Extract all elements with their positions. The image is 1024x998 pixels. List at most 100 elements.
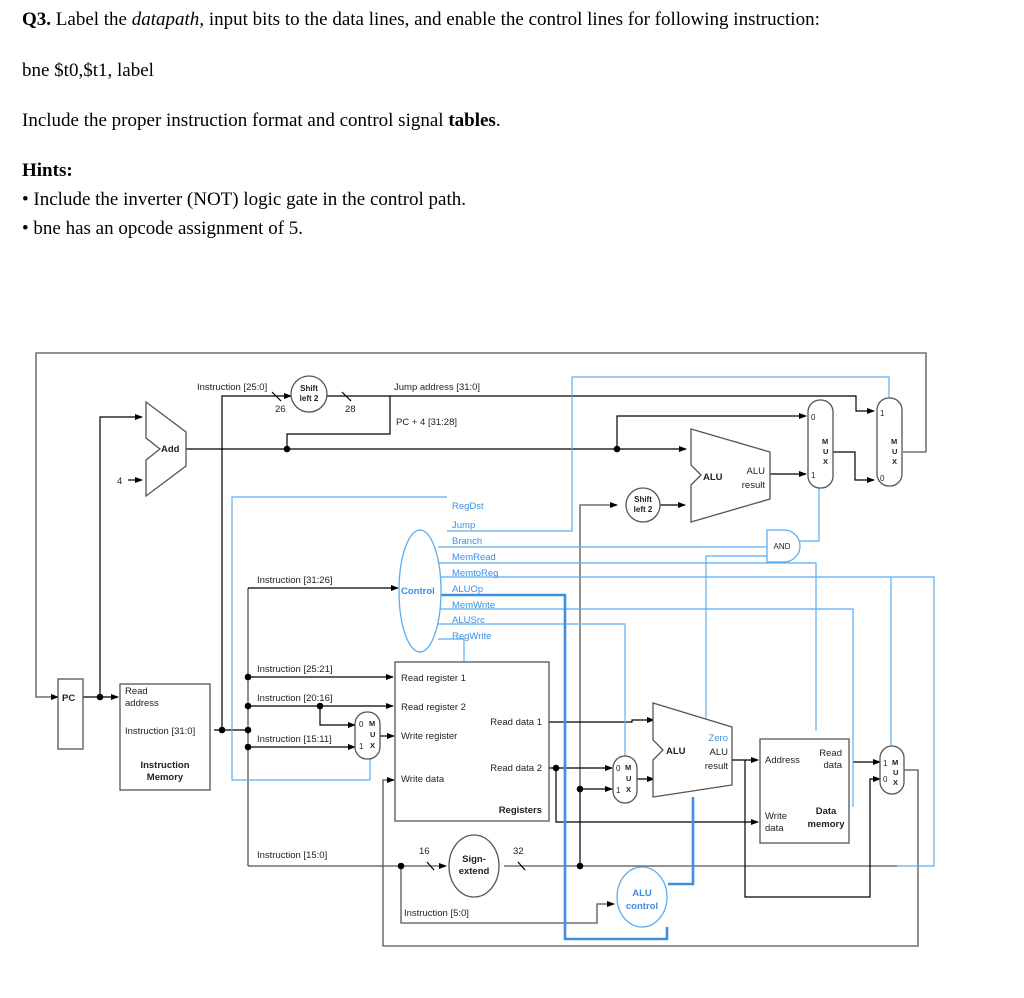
reg-read-register-2: Read register 2: [401, 702, 466, 713]
mux-m: M: [822, 437, 828, 446]
hint-1: • Include the inverter (NOT) logic gate …: [22, 189, 467, 210]
mux-1: 1: [359, 742, 364, 751]
mux-1: 1: [811, 471, 816, 480]
registers-title: Registers: [499, 805, 542, 816]
mux-m: M: [369, 719, 375, 728]
mux-u: U: [892, 447, 897, 456]
sign-extend: Sign- extend: [448, 834, 500, 898]
constant-four: 4: [117, 476, 122, 487]
mux-m: M: [625, 763, 631, 772]
alusrc-mux: 0 1 M U X: [612, 755, 638, 804]
mux-x: X: [893, 778, 898, 787]
reg-write-register: Write register: [401, 731, 457, 742]
mux-u: U: [626, 774, 631, 783]
dm-write-2: data: [765, 823, 784, 834]
signal-alusrc: ALUSrc: [452, 615, 485, 626]
main-alu: ALU Zero ALU result: [652, 702, 733, 798]
mux-0: 0: [359, 720, 364, 729]
signal-branch: Branch: [452, 536, 482, 547]
branch-alu: ALU ALU result: [690, 428, 771, 523]
mux-0: 0: [616, 764, 621, 773]
alu-zero: Zero: [708, 733, 728, 744]
alu-result-2: result: [705, 761, 729, 772]
question-number: Q3.: [22, 9, 52, 30]
shift-top-l1: Shift: [300, 384, 318, 393]
sign-extend-l2: extend: [459, 866, 490, 877]
and-label: AND: [774, 542, 791, 551]
branch-mux: 0 1 M U X: [807, 399, 834, 489]
control-signal-labels: RegDst Jump Branch MemRead MemtoReg ALUO…: [452, 501, 498, 642]
alu-control-l2: control: [626, 901, 658, 912]
reg-read-register-1: Read register 1: [401, 673, 466, 684]
jump-mux: 1 0 M U X: [876, 397, 903, 487]
alu-result-1: ALU: [710, 747, 729, 758]
alu-control: ALU control: [616, 866, 668, 928]
bits-16: 16: [419, 846, 430, 857]
branch-alu-label: ALU: [703, 472, 723, 483]
shift-left-2-branch: Shift left 2: [625, 487, 661, 523]
question-prompt: Q3. Label the datapath, input bits to th…: [22, 9, 820, 31]
mux-0: 0: [883, 775, 888, 784]
junction-dots: [96, 445, 621, 870]
dm-title-1: Data: [816, 806, 837, 817]
mux-0: 0: [811, 413, 816, 422]
mux-1: 1: [883, 759, 888, 768]
dm-title-2: memory: [808, 819, 846, 830]
label-instr-25-21: Instruction [25:21]: [257, 664, 333, 675]
instruction-memory: Read address Instruction [31:0] Instruct…: [119, 683, 211, 791]
label-instr-15-11: Instruction [15:11]: [257, 734, 332, 745]
label-instr-15-0: Instruction [15:0]: [257, 850, 327, 861]
bits-26: 26: [275, 404, 286, 415]
im-title-2: Memory: [147, 772, 184, 783]
prompt-italic: datapath: [131, 9, 200, 30]
include-a: Include the proper instruction format an…: [22, 110, 449, 131]
signal-aluop: ALUOp: [452, 584, 483, 595]
alu-control-l1: ALU: [632, 888, 652, 899]
pc-adder: Add: [145, 400, 187, 498]
hint-2: • bne has an opcode assignment of 5.: [22, 218, 304, 239]
shift-top-l2: left 2: [300, 394, 319, 403]
control-label: Control: [401, 586, 435, 597]
label-pc4: PC + 4 [31:28]: [396, 417, 457, 428]
signal-jump: Jump: [452, 520, 475, 531]
dm-read-1: Read: [819, 748, 842, 759]
control-wires: [231, 376, 935, 941]
hints-title: Hints:: [22, 160, 73, 181]
reg-read-data-1: Read data 1: [490, 717, 542, 728]
branch-alu-result-1: ALU: [747, 466, 766, 477]
add-label: Add: [161, 444, 180, 455]
include-bold: tables: [448, 110, 496, 131]
mux-x: X: [626, 785, 631, 794]
memtoreg-mux: 1 0 M U X: [879, 745, 905, 795]
prompt-text: Label the: [51, 9, 132, 30]
control-unit: Control: [398, 529, 442, 653]
mux-u: U: [823, 447, 828, 456]
mux-u: U: [370, 730, 375, 739]
reg-write-data: Write data: [401, 774, 445, 785]
signal-memtoreg: MemtoReg: [452, 568, 498, 579]
im-instruction-label: Instruction [31:0]: [125, 726, 195, 737]
sign-extend-l1: Sign-: [462, 854, 486, 865]
bits-32: 32: [513, 846, 524, 857]
label-instr-20-16: Instruction [20:16]: [257, 693, 333, 704]
label-jump-address: Jump address [31:0]: [394, 382, 480, 393]
data-memory: Address Read data Write data Data memory: [759, 738, 850, 844]
and-gate: AND: [766, 529, 801, 563]
im-address-label: address: [125, 698, 159, 709]
bits-28: 28: [345, 404, 356, 415]
dm-address: Address: [765, 755, 800, 766]
signal-regdst: RegDst: [452, 501, 484, 512]
pc-label: PC: [62, 693, 75, 704]
pc-register: PC: [57, 678, 84, 750]
label-instr-5-0: Instruction [5:0]: [404, 908, 469, 919]
label-instr-25-0: Instruction [25:0]: [197, 382, 267, 393]
include-text: Include the proper instruction format an…: [22, 110, 501, 132]
im-title-1: Instruction: [140, 760, 189, 771]
dm-write-1: Write: [765, 811, 787, 822]
mux-x: X: [823, 457, 828, 466]
im-read-label: Read: [125, 686, 148, 697]
reg-read-data-2: Read data 2: [490, 763, 542, 774]
shift-mid-l2: left 2: [634, 505, 653, 514]
mux-m: M: [892, 758, 898, 767]
